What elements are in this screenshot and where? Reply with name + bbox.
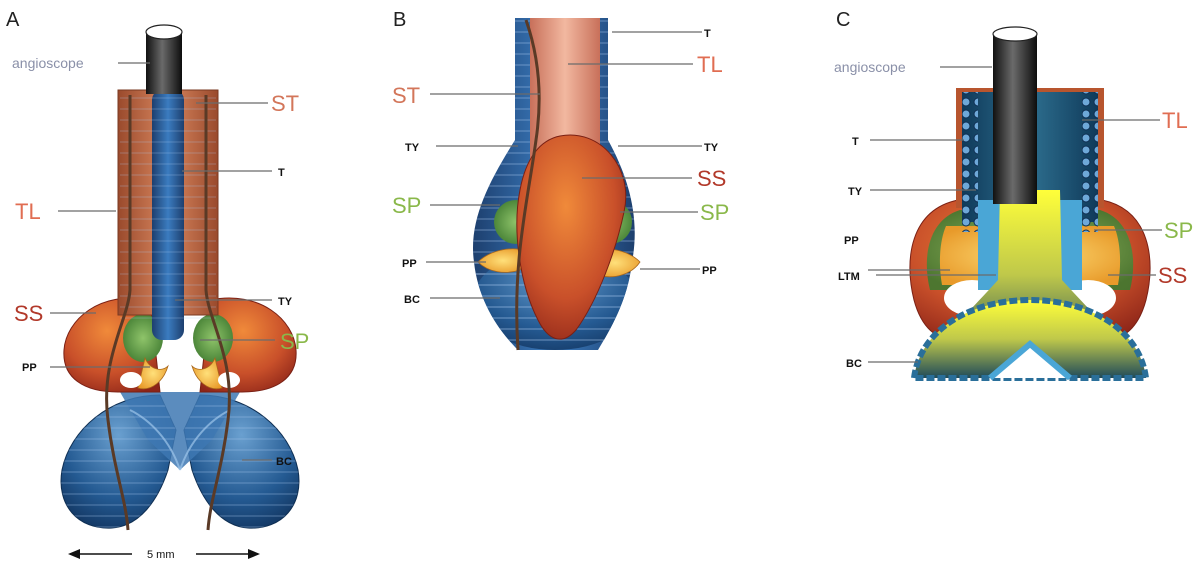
panel-c-label-t: T: [852, 136, 859, 148]
panel-b-label-sp-right: SP: [700, 200, 729, 225]
panel-c-label-ty: TY: [848, 186, 863, 198]
panel-c-label-ltm: LTM: [838, 271, 860, 283]
panel-b-label-st: ST: [392, 83, 420, 108]
panel-b-label-ty-right: TY: [704, 142, 719, 154]
panel-a-letter: A: [6, 9, 20, 31]
panel-c-label-angioscope: angioscope: [834, 59, 906, 75]
panel-b: B T TL ST TY: [392, 9, 729, 355]
panel-a-label-tl: TL: [15, 199, 41, 224]
panel-a-bronchi: [60, 392, 300, 530]
panel-b-label-t: T: [704, 28, 711, 40]
panel-a-label-bc: BC: [276, 456, 292, 468]
panel-a-scale-bar: 5 mm: [68, 549, 260, 561]
panel-c-angioscope: [993, 34, 1037, 204]
panel-b-label-bc: BC: [404, 294, 420, 306]
panel-a-angioscope: [146, 32, 182, 94]
panel-c-label-pp: PP: [844, 235, 859, 247]
panel-b-label-sp-left: SP: [392, 193, 421, 218]
panel-a-label-t: T: [278, 167, 285, 179]
panel-a-label-angioscope: angioscope: [12, 55, 84, 71]
panel-c-label-bc: BC: [846, 358, 862, 370]
panel-a-scale-label: 5 mm: [147, 549, 175, 561]
panel-b-label-tl: TL: [697, 52, 723, 77]
panel-b-label-ty-left: TY: [405, 142, 420, 154]
panel-a-label-sp: SP: [280, 329, 309, 354]
panel-b-label-pp-left: PP: [402, 258, 417, 270]
panel-c-label-sp: SP: [1164, 218, 1193, 243]
panel-c-label-tl: TL: [1162, 108, 1188, 133]
panel-a-label-ss: SS: [14, 301, 43, 326]
panel-b-label-ss: SS: [697, 166, 726, 191]
panel-a: A: [6, 9, 309, 561]
panel-a-label-st: ST: [271, 91, 299, 116]
panel-a-label-ty: TY: [278, 296, 293, 308]
panel-a-label-pp: PP: [22, 362, 37, 374]
panel-b-letter: B: [393, 9, 406, 31]
panel-c-letter: C: [836, 9, 850, 31]
panel-b-label-pp-right: PP: [702, 265, 717, 277]
panel-c: C angioscop: [834, 9, 1193, 378]
panel-c-label-ss: SS: [1158, 263, 1187, 288]
